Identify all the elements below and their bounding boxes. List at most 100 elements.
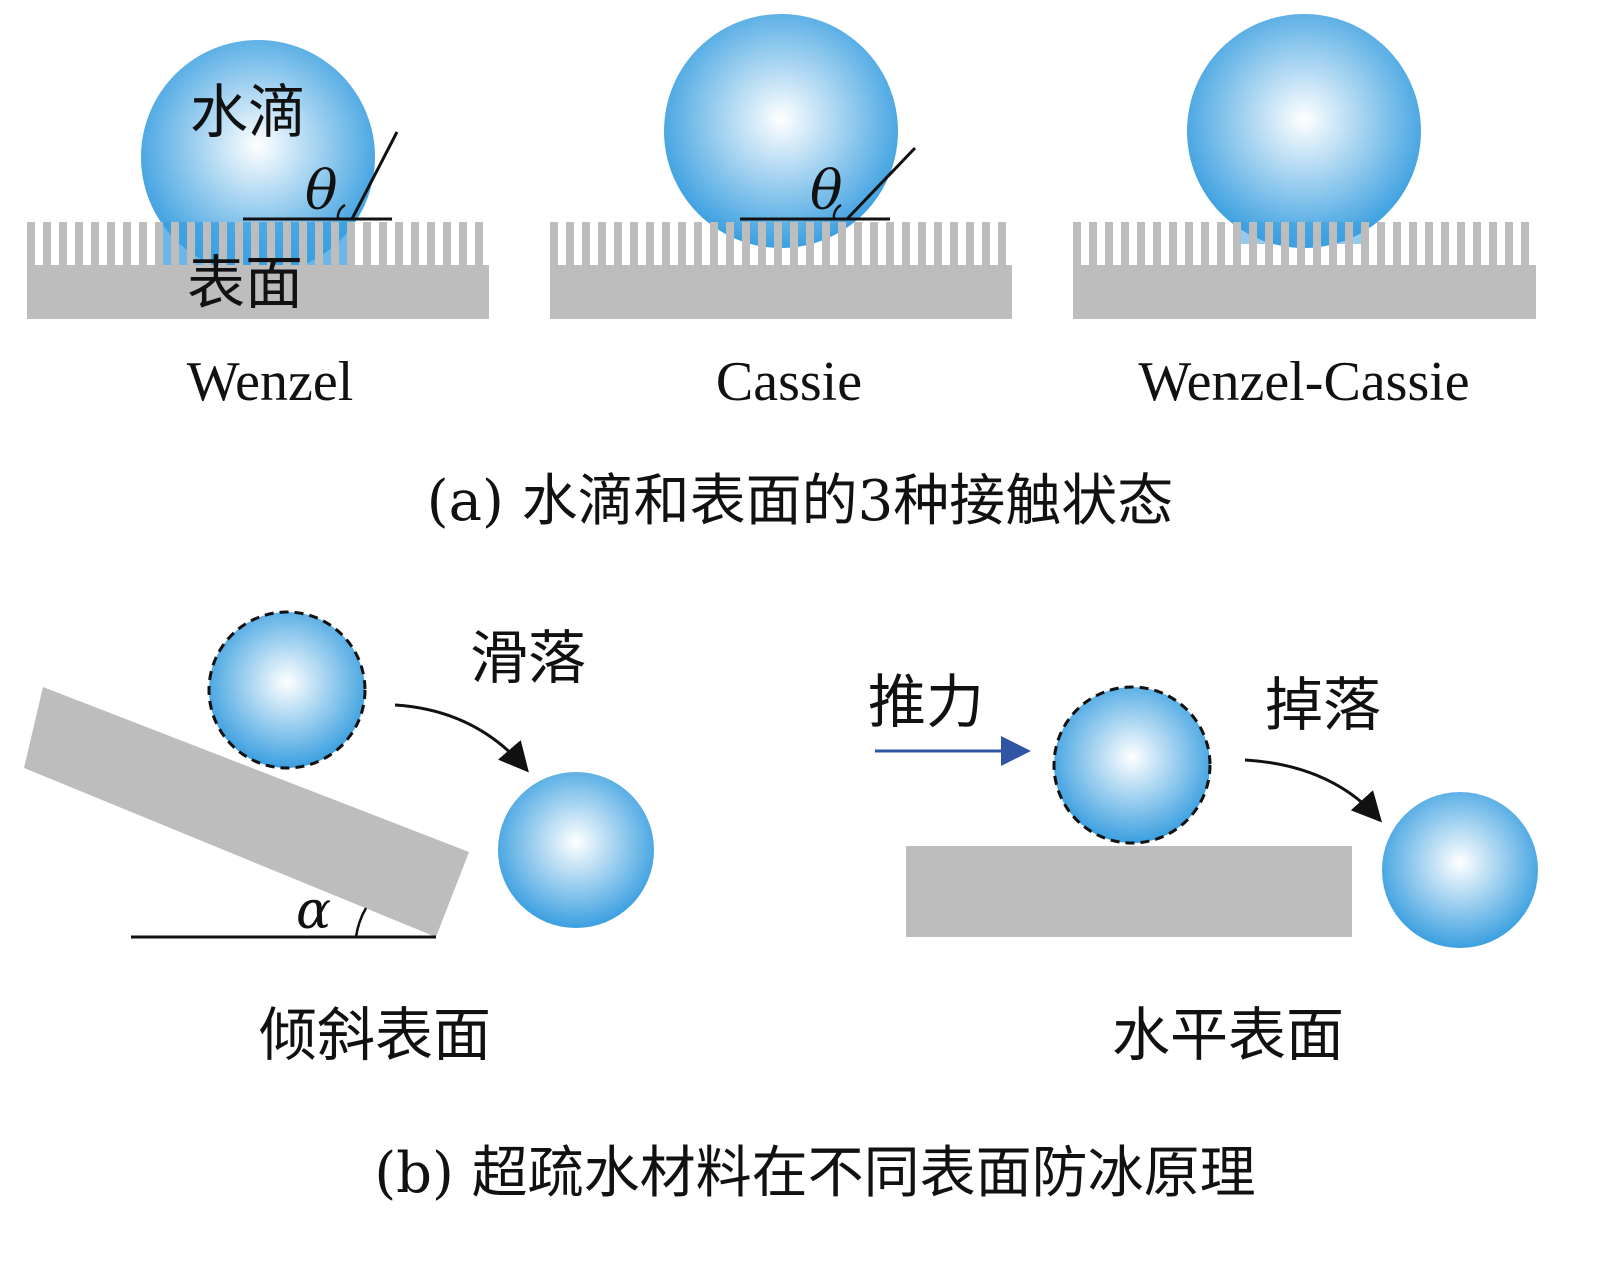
surface-pillar	[1489, 222, 1497, 266]
groove-water-fill	[259, 222, 267, 265]
state-name-cassie: Cassie	[716, 351, 862, 413]
rough-surface-cassie	[550, 222, 1012, 319]
surface-pillar	[299, 222, 307, 266]
surface-pillar	[966, 222, 974, 266]
surface-pillar	[742, 222, 750, 266]
surface-pillar	[427, 222, 435, 266]
caption-b: (b) 超疏水材料在不同表面防冰原理	[374, 1141, 1255, 1206]
surface-pillar	[91, 222, 99, 266]
surface-pillar	[550, 222, 558, 266]
state-wenzel-cassie: Wenzel-Cassie	[1073, 14, 1536, 413]
surface-pillar	[1521, 222, 1529, 266]
surface-pillar	[1233, 222, 1241, 266]
drop-before-fall	[1052, 685, 1212, 845]
panel-a: θ 水滴 表面 Wenzel θ Cassie Wenzel-Cassie (a…	[27, 14, 1536, 534]
drop-before-slide	[207, 610, 367, 770]
surface-pillar	[1137, 222, 1145, 266]
drop-after-slide	[498, 772, 654, 928]
caption-a: (a) 水滴和表面的3种接触状态	[427, 469, 1174, 534]
surface-pillar	[1185, 222, 1193, 266]
state-wenzel: θ 水滴 表面 Wenzel	[27, 40, 489, 413]
rough-surface-wenzel	[27, 222, 489, 319]
panel-b: α 滑落 倾斜表面 推力 掉落 水平表面 (b) 超疏水材料在不同表面防冰原理	[24, 610, 1538, 1206]
surface-pillar	[694, 222, 702, 266]
surface-pillar	[710, 222, 718, 266]
surface-pillar	[1153, 222, 1161, 266]
angle-arc-alpha	[354, 907, 368, 938]
surface-pillar	[822, 222, 830, 266]
surface-pillar	[998, 222, 1006, 266]
groove-water-fill	[275, 222, 283, 265]
surface-pillar	[1265, 222, 1273, 266]
state-cassie: θ Cassie	[550, 14, 1012, 413]
surface-pillar	[1201, 222, 1209, 266]
slide-arrow	[394, 703, 529, 773]
surface-pillar	[107, 222, 115, 266]
surface-pillar	[155, 222, 163, 266]
surface-pillar	[982, 222, 990, 266]
surface-pillar	[1073, 222, 1081, 266]
surface-pillar	[902, 222, 910, 266]
surface-pillar	[950, 222, 958, 266]
angle-arc-cassie	[832, 203, 842, 220]
groove-water-fill	[323, 222, 331, 265]
surface-pillar	[27, 222, 35, 266]
surface-pillar	[678, 222, 686, 266]
alpha-label: α	[296, 881, 331, 941]
surface-pillar	[1217, 222, 1225, 266]
surface-pillar	[123, 222, 131, 266]
label-water-drop: 水滴	[190, 78, 306, 146]
surface-pillar	[459, 222, 467, 266]
surface-pillar	[886, 222, 894, 266]
surface-pillar	[1313, 222, 1321, 266]
surface-pillar	[726, 222, 734, 266]
fall-arrow	[1244, 758, 1383, 823]
surface-pillar	[630, 222, 638, 266]
surface-pillar	[1425, 222, 1433, 266]
groove-water-fill	[243, 222, 251, 265]
groove-water-fill	[1353, 222, 1361, 244]
groove-water-fill	[179, 222, 187, 265]
surface-pillar	[347, 222, 355, 266]
groove-water-fill	[195, 222, 203, 265]
surface-pillar	[662, 222, 670, 266]
groove-water-fill	[307, 222, 315, 265]
surface-pillar	[443, 222, 451, 266]
surface-pillar	[774, 222, 782, 266]
surface-base	[550, 265, 1012, 319]
surface-pillar	[1361, 222, 1369, 266]
surface-pillar	[1329, 222, 1337, 266]
surface-pillar	[1393, 222, 1401, 266]
surface-pillar	[918, 222, 926, 266]
surface-pillar	[1089, 222, 1097, 266]
horizontal-plate	[906, 846, 1352, 937]
groove-water-fill	[227, 222, 235, 265]
groove-water-fill	[1257, 222, 1265, 244]
tangent-line-wenzel	[350, 131, 399, 220]
surface-pillar	[235, 222, 243, 266]
drop-after-fall	[1382, 792, 1538, 948]
state-name-wenzel-cassie: Wenzel-Cassie	[1138, 351, 1469, 413]
surface-pillar	[1409, 222, 1417, 266]
surface-pillar	[331, 222, 339, 266]
wenzel-groove-water	[163, 222, 347, 265]
groove-water-fill	[339, 222, 347, 265]
surface-pillar	[806, 222, 814, 266]
surface-pillar	[838, 222, 846, 266]
surface-pillar	[363, 222, 371, 266]
surface-pillar	[1249, 222, 1257, 266]
surface-pillar	[75, 222, 83, 266]
state-name-wenzel: Wenzel	[187, 351, 354, 413]
surface-pillar	[1169, 222, 1177, 266]
surface-pillar	[1345, 222, 1353, 266]
inclined-plate	[24, 687, 469, 937]
surface-pillar	[139, 222, 147, 266]
water-drop-wenzel-cassie	[1187, 14, 1421, 248]
groove-water-fill	[1273, 222, 1281, 244]
groove-water-fill	[1289, 222, 1297, 244]
groove-water-fill	[1337, 222, 1345, 244]
surface-pillar	[171, 222, 179, 266]
inclined-surface-label: 倾斜表面	[259, 1001, 491, 1069]
surface-pillar	[1457, 222, 1465, 266]
